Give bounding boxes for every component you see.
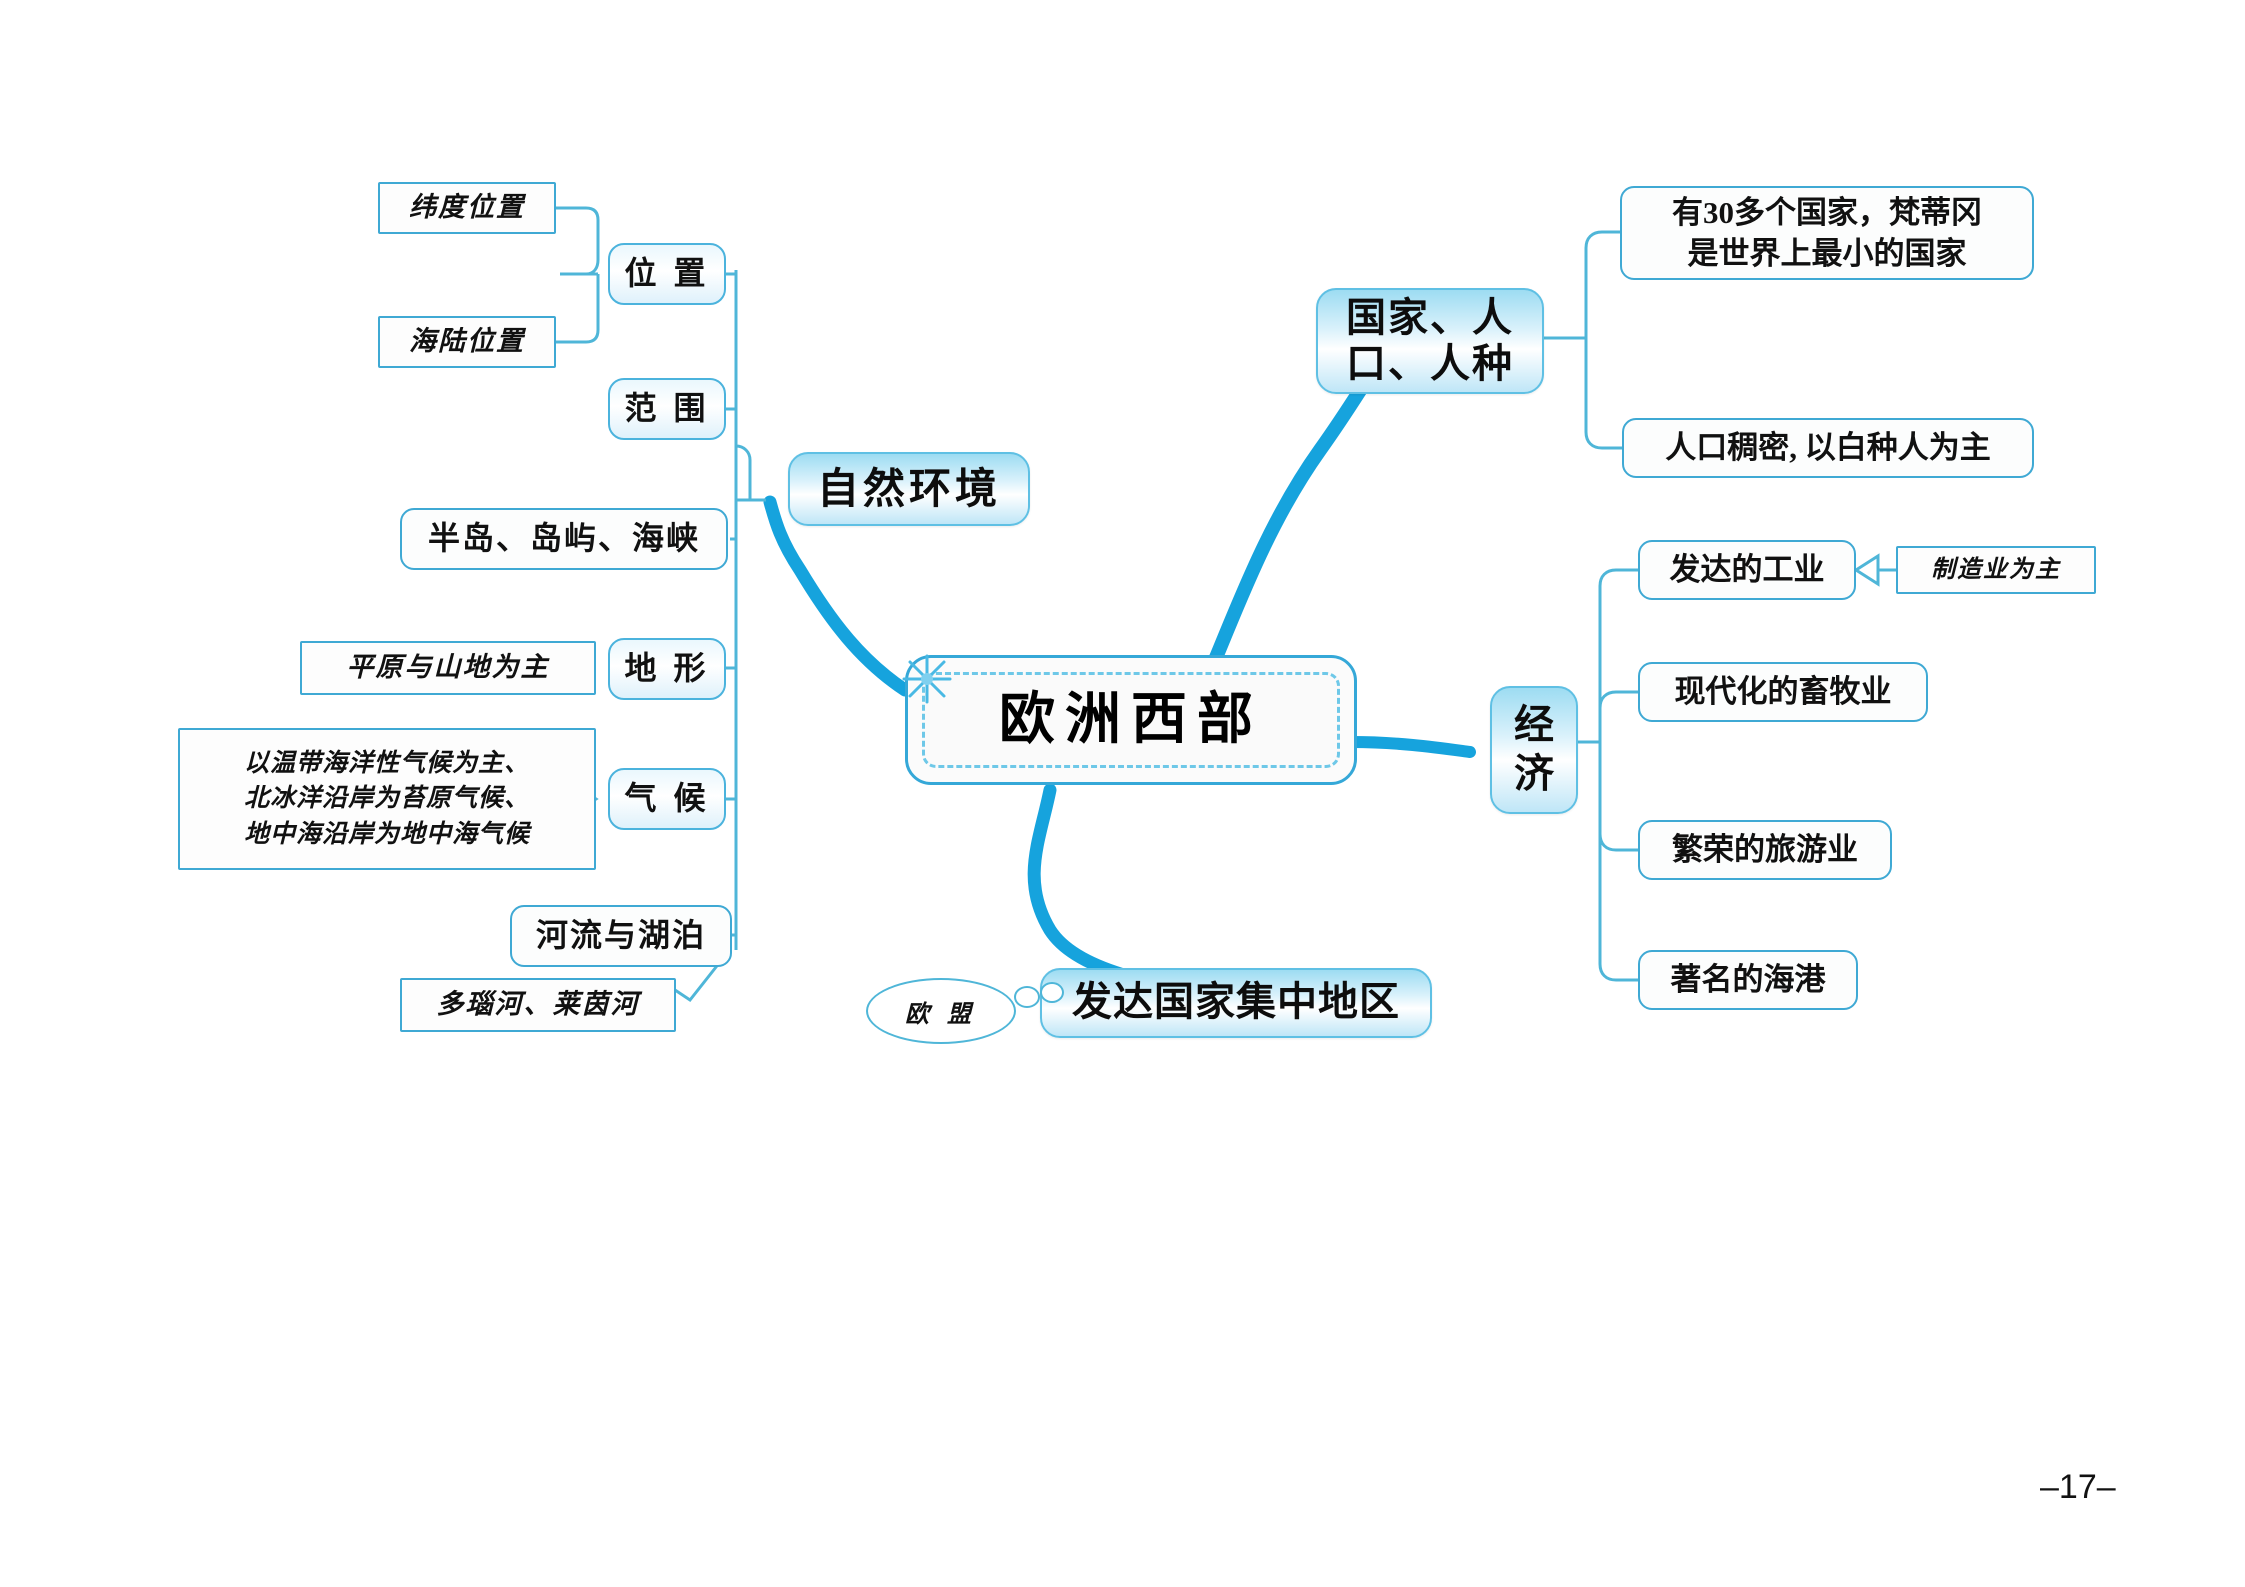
node-dense-population-white-race[interactable]: 人口稠密, 以白种人为主 — [1622, 418, 2034, 478]
page-number: –17– — [2040, 1468, 2116, 1506]
center-node-western-europe[interactable]: 欧洲西部 — [902, 654, 1357, 785]
node-european-union[interactable]: 欧 盟 — [866, 978, 1016, 1044]
node-peninsula-island-strait[interactable]: 半岛、岛屿、海峡 — [400, 508, 728, 570]
thought-bubble-small — [1014, 986, 1040, 1008]
node-climate[interactable]: 气 候 — [608, 768, 726, 830]
node-famous-seaports[interactable]: 著名的海港 — [1638, 950, 1858, 1010]
thought-bubble-medium — [1040, 982, 1064, 1003]
branch-country-population-race[interactable]: 国家、人 口、人种 — [1316, 288, 1544, 394]
node-sea-land-position[interactable]: 海陆位置 — [378, 316, 556, 368]
node-position[interactable]: 位 置 — [608, 243, 726, 305]
node-danube-rhine[interactable]: 多瑙河、莱茵河 — [400, 978, 676, 1032]
node-prosperous-tourism[interactable]: 繁荣的旅游业 — [1638, 820, 1892, 880]
center-node-label-wrap: 欧洲西部 — [922, 672, 1340, 768]
node-modern-animal-husbandry[interactable]: 现代化的畜牧业 — [1638, 662, 1928, 722]
node-range[interactable]: 范 围 — [608, 378, 726, 440]
node-developed-industry[interactable]: 发达的工业 — [1638, 540, 1856, 600]
node-plain-mountain[interactable]: 平原与山地为主 — [300, 641, 596, 695]
branch-developed-countries-region[interactable]: 发达国家集中地区 — [1040, 968, 1432, 1038]
branch-economy[interactable]: 经 济 — [1490, 686, 1578, 814]
node-30-countries-vatican[interactable]: 有30多个国家，梵蒂冈 是世界上最小的国家 — [1620, 186, 2034, 280]
node-latitude-position[interactable]: 纬度位置 — [378, 182, 556, 234]
node-manufacturing-based[interactable]: 制造业为主 — [1896, 546, 2096, 594]
node-climate-detail[interactable]: 以温带海洋性气候为主、 北冰洋沿岸为苔原气候、 地中海沿岸为地中海气候 — [178, 728, 596, 870]
center-node-label: 欧洲西部 — [999, 688, 1263, 751]
node-landform[interactable]: 地 形 — [608, 638, 726, 700]
branch-natural-environment[interactable]: 自然环境 — [788, 452, 1030, 526]
node-rivers-lakes[interactable]: 河流与湖泊 — [510, 905, 732, 967]
